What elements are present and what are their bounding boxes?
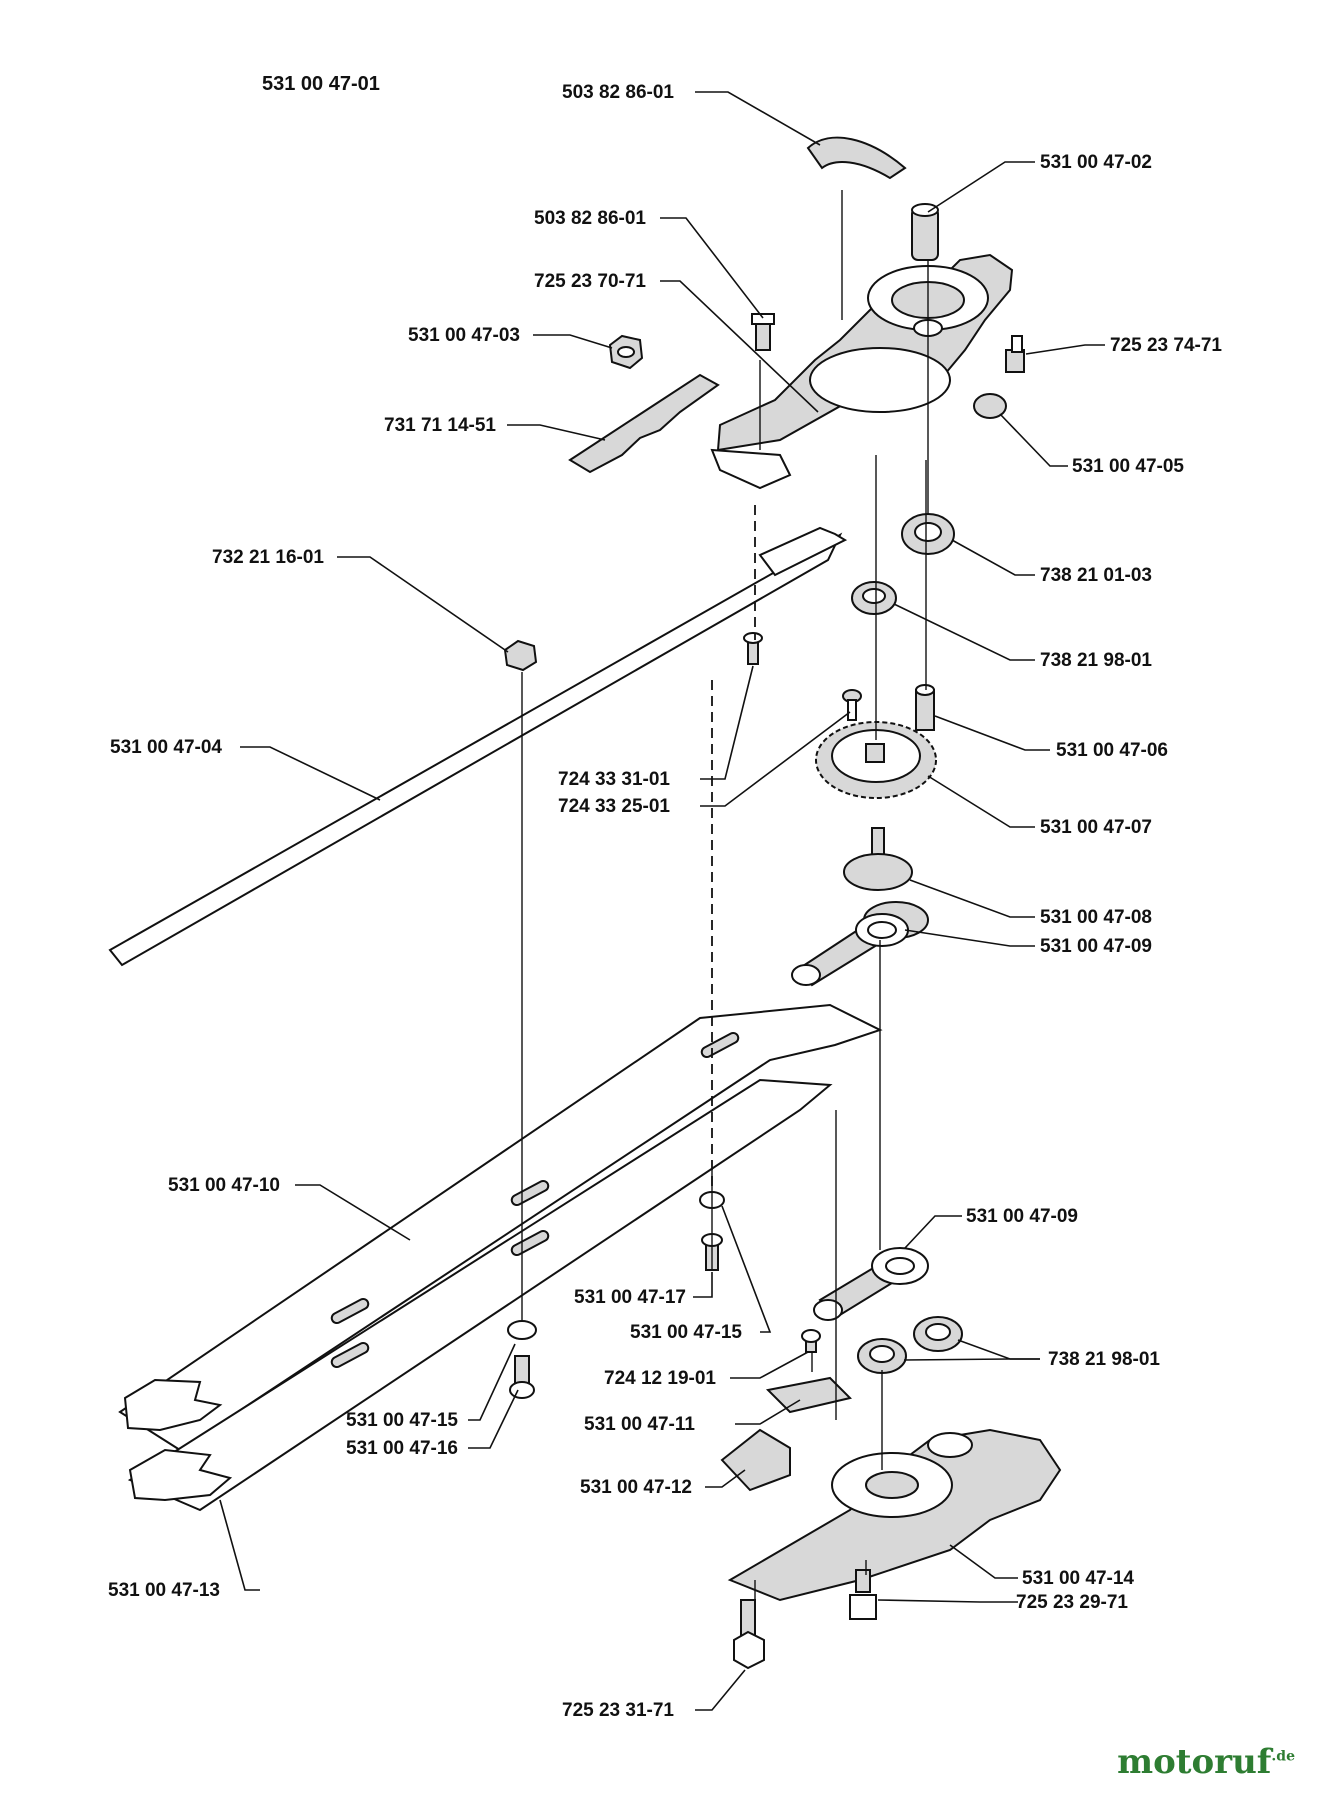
part-gear xyxy=(815,721,937,799)
part-label: 738 21 01-03 xyxy=(1040,565,1152,586)
part-connecting-rod-lower xyxy=(813,1247,929,1321)
part-cover-segment xyxy=(806,136,907,180)
part-screw-724-33-31 xyxy=(743,632,763,665)
part-label: 531 00 47-02 xyxy=(1040,152,1152,173)
part-screw-725-23-31 xyxy=(733,1599,765,1670)
part-label: 503 82 86-01 xyxy=(562,82,674,103)
part-label: 531 00 47-09 xyxy=(1040,936,1152,957)
part-bearings-lower xyxy=(857,1316,963,1374)
part-screw-725-23-29 xyxy=(849,1569,877,1620)
part-screw-725-23-74 xyxy=(1005,335,1025,373)
leader-lines xyxy=(219,91,1105,1711)
part-label: 724 12 19-01 xyxy=(604,1368,716,1389)
watermark-text: motoruf xyxy=(1117,1742,1272,1782)
part-bearing-upper xyxy=(901,513,955,555)
part-label: 725 23 70-71 xyxy=(534,271,646,292)
part-label: 731 71 14-51 xyxy=(384,415,496,436)
part-upper-gear-housing xyxy=(710,253,1014,490)
part-label: 531 00 47-14 xyxy=(1022,1568,1134,1589)
part-washer-15-lower xyxy=(507,1320,537,1340)
part-shaft-nut xyxy=(911,203,939,261)
part-screw-16 xyxy=(509,1355,535,1399)
part-lower-housing xyxy=(727,1428,1062,1602)
part-label: 531 00 47-11 xyxy=(584,1414,695,1435)
part-guide-block xyxy=(720,1428,791,1492)
part-screw-724-33-25 xyxy=(842,689,862,721)
part-label: 732 21 16-01 xyxy=(212,547,324,568)
part-labels: 531 00 47-01 503 82 86-01 531 00 47-02 5… xyxy=(108,73,1222,1721)
part-shim-plate xyxy=(765,1376,852,1414)
part-label: 503 82 86-01 xyxy=(534,208,646,229)
part-connecting-bar-end xyxy=(758,526,848,577)
part-screw-upper xyxy=(751,313,775,351)
part-label: 725 23 74-71 xyxy=(1110,335,1222,356)
part-connecting-rod-upper xyxy=(791,913,909,987)
part-nut-732 xyxy=(503,639,538,672)
part-label: 531 00 47-06 xyxy=(1056,740,1168,761)
part-label: 531 00 47-13 xyxy=(108,1580,220,1601)
part-plate xyxy=(568,373,720,474)
part-nut-03 xyxy=(608,334,644,370)
part-label: 724 33 31-01 xyxy=(558,769,670,790)
watermark-logo: motoruf.de xyxy=(1117,1742,1295,1782)
part-blades xyxy=(118,1003,883,1512)
part-label: 531 00 47-10 xyxy=(168,1175,280,1196)
part-connecting-bar xyxy=(108,532,843,967)
part-label: 738 21 98-01 xyxy=(1048,1349,1160,1370)
part-bearing-mid xyxy=(851,581,897,615)
part-label: 531 00 47-05 xyxy=(1072,456,1184,477)
part-label: 531 00 47-07 xyxy=(1040,817,1152,838)
part-screw-724-12-19 xyxy=(801,1329,821,1353)
assembly-axes xyxy=(521,190,929,1600)
part-label: 531 00 47-03 xyxy=(408,325,520,346)
part-drawings xyxy=(108,136,1062,1670)
part-label: 531 00 47-15 xyxy=(630,1322,742,1343)
part-label: 531 00 47-17 xyxy=(574,1287,686,1308)
assembly-number: 531 00 47-01 xyxy=(262,73,380,95)
part-label: 725 23 31-71 xyxy=(562,1700,674,1721)
part-label: 531 00 47-12 xyxy=(580,1477,692,1498)
part-label: 725 23 29-71 xyxy=(1016,1592,1128,1613)
part-label: 531 00 47-09 xyxy=(966,1206,1078,1227)
part-pin xyxy=(915,684,935,731)
part-label: 738 21 98-01 xyxy=(1040,650,1152,671)
part-label: 531 00 47-08 xyxy=(1040,907,1152,928)
watermark-suffix: .de xyxy=(1271,1748,1295,1765)
part-label: 531 00 47-15 xyxy=(346,1410,458,1431)
part-label: 531 00 47-04 xyxy=(110,737,222,758)
part-label: 531 00 47-16 xyxy=(346,1438,458,1459)
part-washer-05 xyxy=(973,393,1007,419)
part-label: 724 33 25-01 xyxy=(558,796,670,817)
